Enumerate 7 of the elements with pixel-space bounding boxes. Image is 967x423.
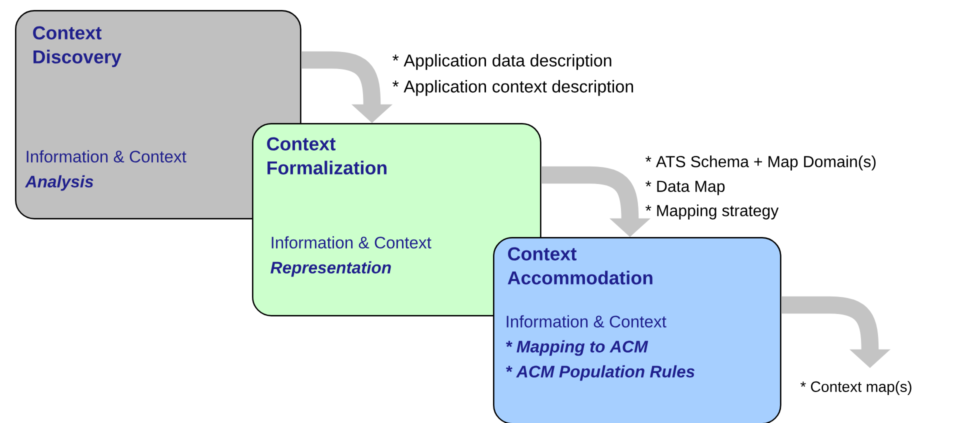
note-text: * ATS Schema + Map Domain(s) <box>646 156 876 170</box>
note-text: * Mapping strategy <box>646 204 779 220</box>
note-text: * Data Map <box>646 180 725 196</box>
note-text: * Context map(s) <box>800 381 912 395</box>
note-text: * Application data description <box>392 54 612 70</box>
process-box: Context Accommodation Information & Context * Mapping to ACM * ACM Population Rules <box>493 236 782 423</box>
note-text: * Application context description <box>392 80 634 96</box>
